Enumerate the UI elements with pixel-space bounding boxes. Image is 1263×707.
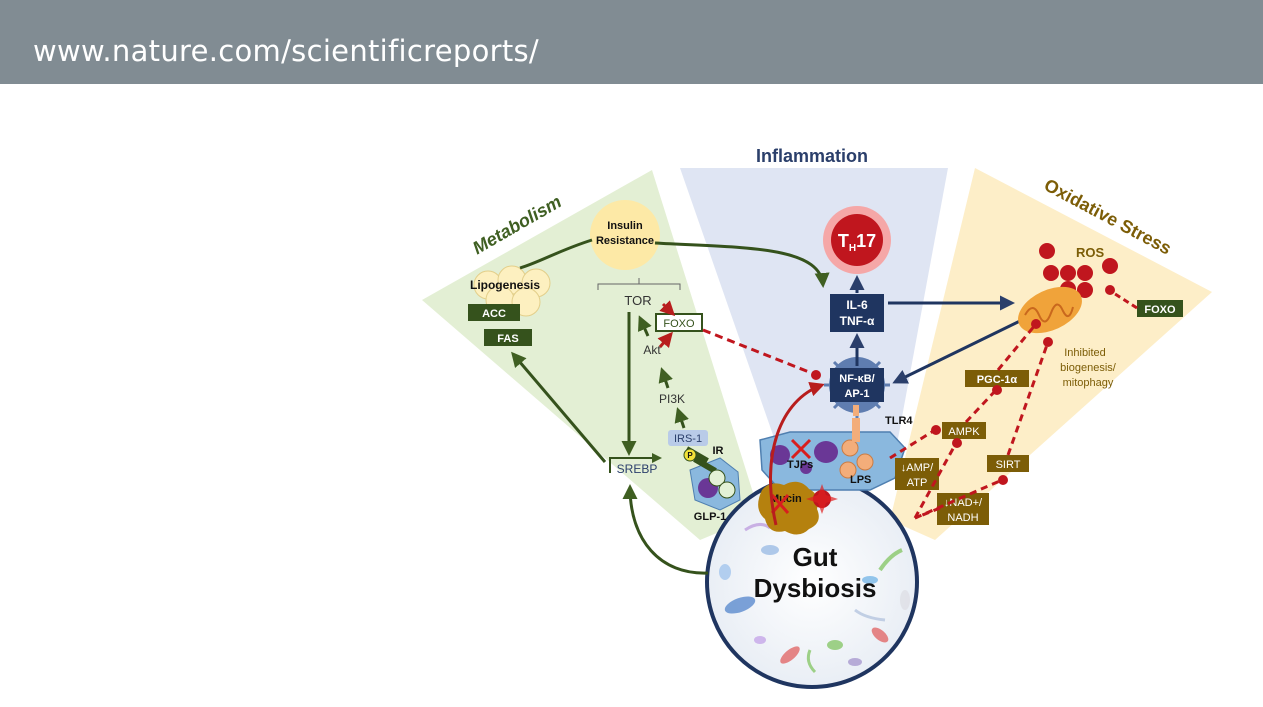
- il6-tnfa-box: [830, 294, 884, 332]
- acc-label: ACC: [482, 308, 506, 320]
- ir-label: IR: [713, 445, 724, 457]
- fas-box: [484, 329, 532, 346]
- irs1-label: IRS-1: [674, 433, 702, 445]
- nadh-label: NADH: [947, 512, 978, 524]
- lipogenesis-label: Lipogenesis: [470, 278, 540, 292]
- insulin-to-il6-arrow: [654, 241, 830, 288]
- atp-label: ATP: [907, 477, 928, 489]
- dysbiosis-label: Dysbiosis: [754, 573, 877, 603]
- oxidative-sector: [890, 168, 1212, 540]
- foxo-to-nfkb-inhibit: [702, 328, 815, 376]
- foxo-to-ros-inhibit: [1111, 290, 1138, 310]
- p-label: P: [687, 451, 693, 460]
- foxo-box-metabolism: [655, 313, 703, 332]
- irs1-box: [668, 430, 708, 446]
- srebp-label: SREBP: [617, 462, 658, 476]
- tnfa-label: TNF-α: [840, 314, 875, 328]
- bacteria-icons: [719, 523, 910, 674]
- tlr4-label: TLR4: [885, 415, 913, 427]
- foxo-label-oxidative: FOXO: [1144, 304, 1176, 316]
- journal-url: www.nature.com/scientificreports/: [33, 34, 539, 68]
- ros-label: ROS: [1076, 245, 1105, 260]
- gut-label: Gut: [793, 542, 838, 572]
- nfkb-spiky-node: [824, 352, 890, 418]
- inflammation-title: Inflammation: [756, 146, 868, 166]
- il6-label: IL-6: [846, 298, 868, 312]
- amp-label: ↓AMP/: [901, 462, 934, 474]
- pi3k-label: PI3K: [659, 392, 685, 406]
- th17-label: TH17: [838, 231, 876, 254]
- ap1-label: AP-1: [844, 388, 869, 400]
- header-bar: www.nature.com/scientificreports/: [0, 0, 1263, 84]
- sirt-box: [987, 455, 1029, 472]
- th17-cell: [831, 214, 883, 266]
- gut-dysbiosis-circle: Gut Dysbiosis: [705, 475, 919, 689]
- ampk-box: [942, 422, 986, 439]
- acc-box: [468, 304, 520, 321]
- irs1-to-pi3k-arrow: [674, 407, 689, 429]
- resistance-label: Resistance: [596, 235, 654, 247]
- pgc1a-box: [965, 370, 1029, 387]
- pgc1a-label: PGC-1α: [977, 374, 1018, 386]
- insulin-label: Insulin: [607, 220, 643, 232]
- lps-label: LPS: [850, 474, 871, 486]
- inhibited-label-3: mitophagy: [1063, 377, 1114, 389]
- tor-bracket: [597, 278, 681, 290]
- sirt-label: SIRT: [996, 459, 1021, 471]
- metabolism-sector: [422, 170, 760, 540]
- glp1-receptor: [683, 446, 741, 511]
- tjps-label: TJPs: [787, 459, 813, 471]
- fas-label: FAS: [497, 333, 518, 345]
- akt-label: Akt: [643, 343, 661, 357]
- akt-to-foxo-inhibit: [657, 331, 673, 349]
- foxo-to-tor-inhibit: [659, 300, 676, 317]
- akt-to-tor-arrow: [638, 315, 652, 337]
- inhibited-label-1: Inhibited: [1064, 347, 1106, 359]
- gut-to-srebp-arrow: [622, 484, 709, 575]
- pi3k-to-akt-arrow: [658, 367, 673, 389]
- glp1-label: GLP-1: [694, 511, 726, 523]
- inhibition-endpoints: [931, 319, 1053, 485]
- nfkb-label: NF-κB/: [839, 373, 874, 385]
- srebp-to-fas-arrow: [511, 351, 607, 463]
- inhibited-label-2: biogenesis/: [1060, 362, 1117, 374]
- intestinal-epithelium: [759, 418, 906, 491]
- foxo-label-metabolism: FOXO: [663, 318, 695, 330]
- tor-label: TOR: [624, 293, 651, 308]
- foxo-box-oxidative: [1137, 300, 1183, 317]
- ampk-label: AMPK: [948, 426, 980, 438]
- ros-to-nfkb-arrow: [892, 318, 1023, 384]
- oxidative-inhibition-lines: [889, 323, 1050, 520]
- insulin-to-lipogenesis-arrow: [519, 238, 593, 270]
- srebp-promoter-icon: [609, 453, 662, 473]
- mucin-to-nfkb-arrow: [769, 381, 825, 526]
- insulin-resistance-node: [590, 200, 660, 270]
